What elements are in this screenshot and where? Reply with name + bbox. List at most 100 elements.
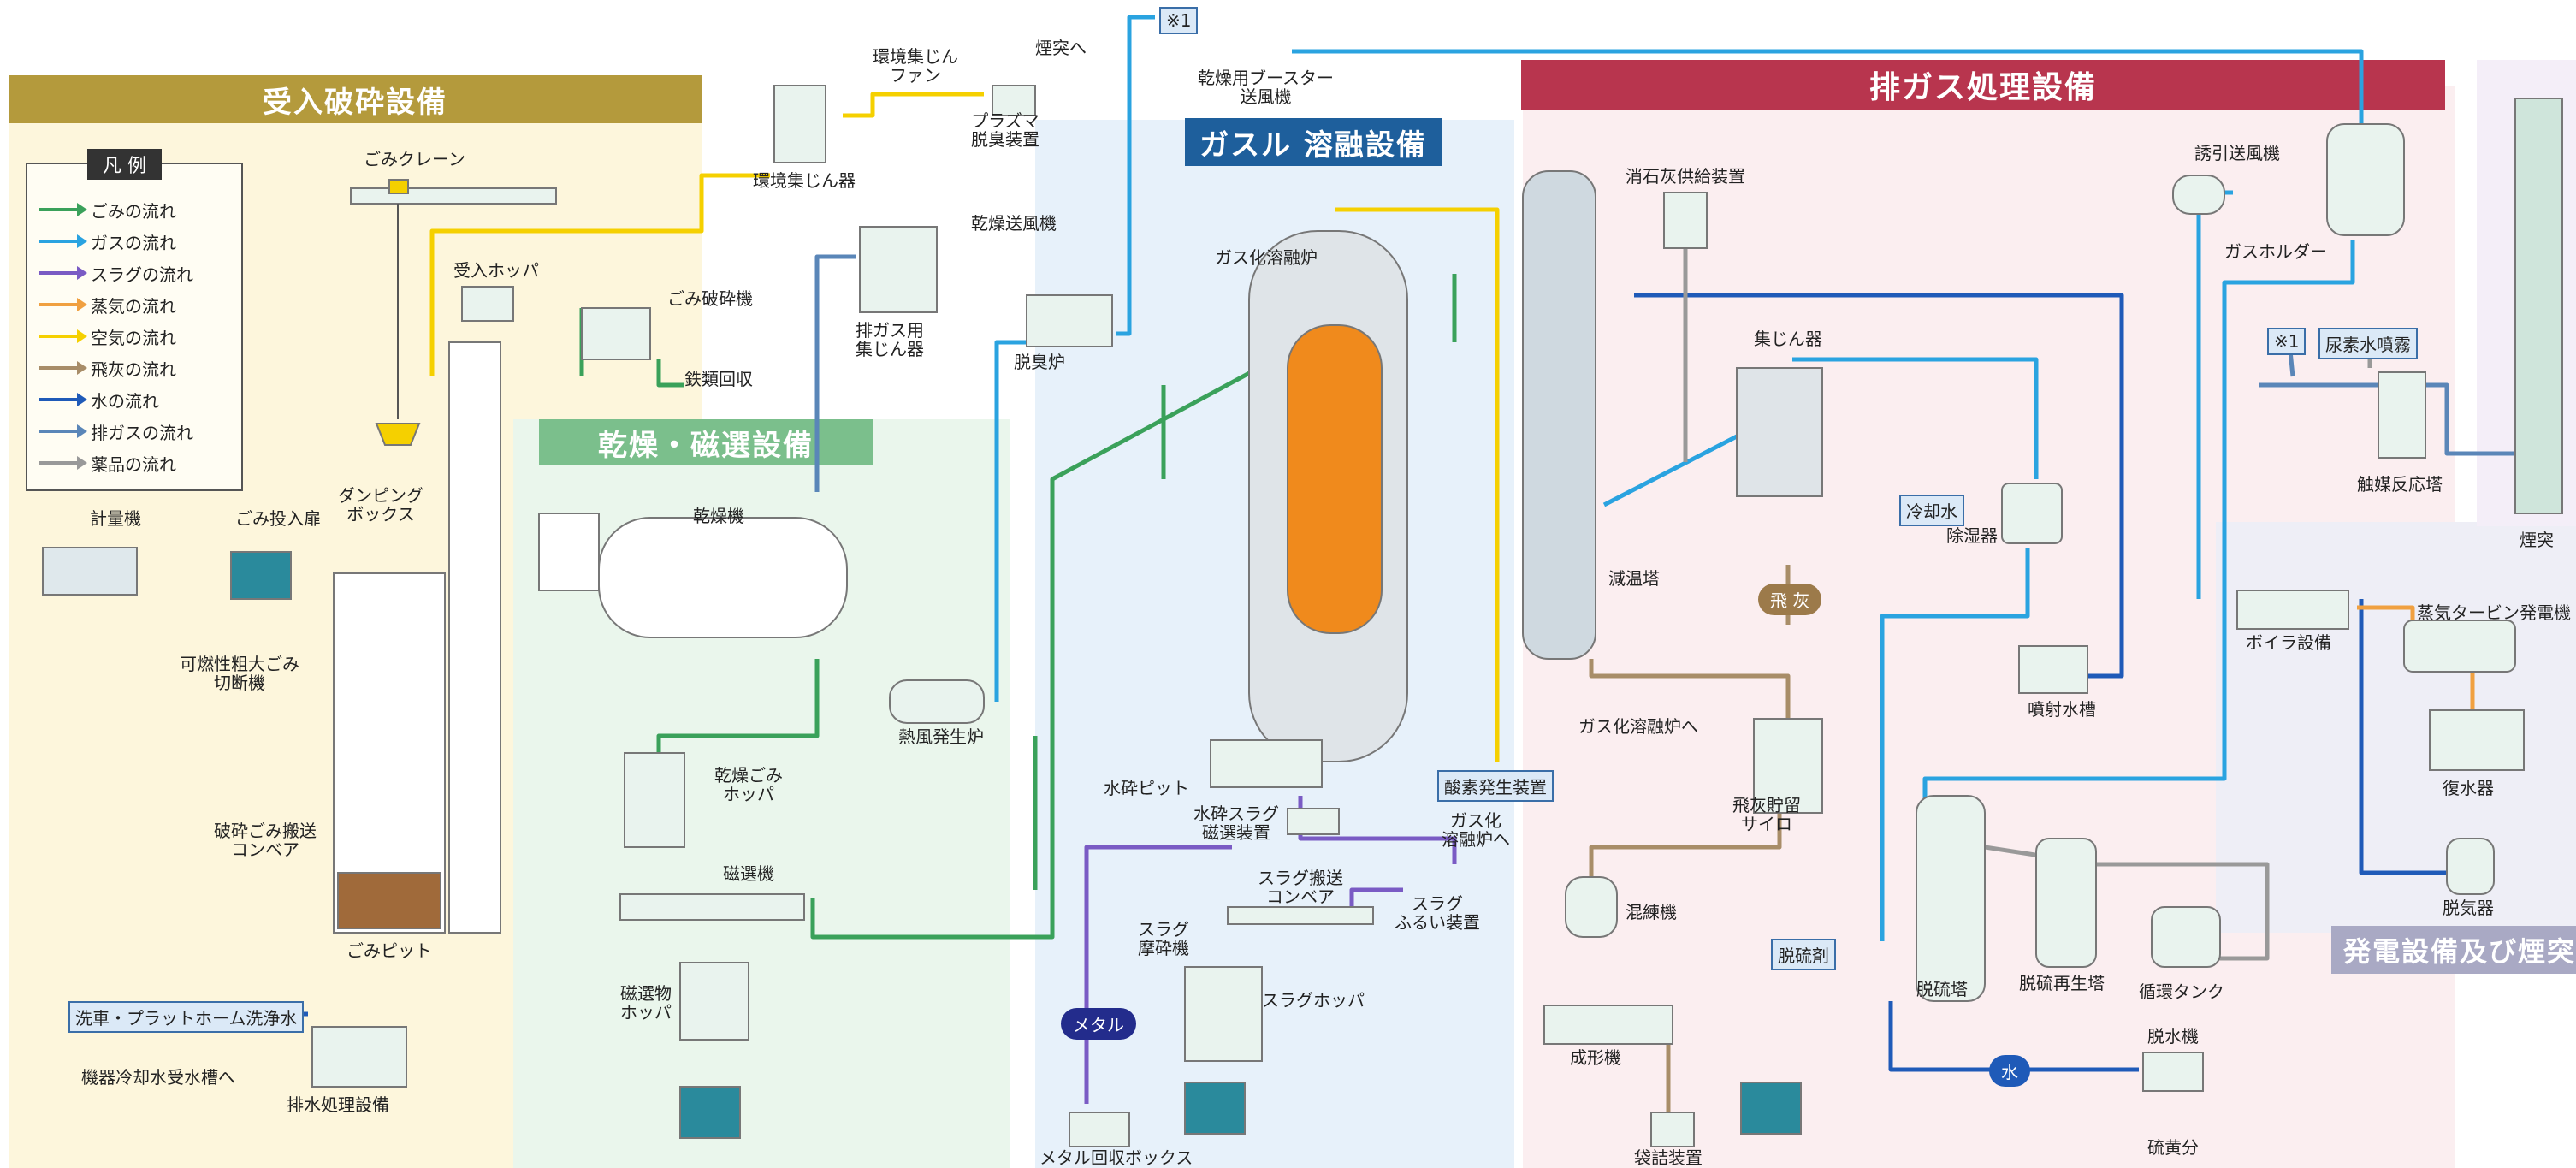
deodorize-shape — [1027, 295, 1112, 347]
magnet-hopper-shape — [680, 963, 749, 1040]
label-kneader: 混練機 — [1626, 903, 1677, 922]
label-catalyst: 触媒反応塔 — [2357, 475, 2443, 494]
crane-trolley — [389, 180, 408, 193]
label-water-pit: 水砕ピット — [1104, 779, 1189, 797]
label-gas-holder: ガスホルダー — [2224, 242, 2327, 261]
gas-flow-line — [1604, 436, 1737, 505]
label-wash: 洗車・プラットホーム洗浄水 — [68, 1001, 304, 1033]
label-ref1b: ※1 — [2267, 328, 2306, 355]
turbine-shape — [2404, 620, 2515, 672]
water-pit-shape — [1211, 740, 1322, 787]
label-bag: 袋詰装置 — [1634, 1148, 1703, 1167]
label-dry-hopper: 乾燥ごみ ホッパ — [714, 766, 783, 803]
label-to-furnace2: ガス化溶融炉へ — [1578, 717, 1698, 736]
label-env-collector: 環境集じん器 — [753, 171, 856, 190]
desulf-shape — [1916, 796, 1985, 1001]
dehumid-shape — [2002, 483, 2062, 543]
gas-flow-line — [1116, 17, 1155, 334]
truck-icon — [680, 1087, 740, 1138]
deaerator-shape — [2447, 839, 2494, 894]
label-condenser: 復水器 — [2443, 779, 2494, 797]
desulf-regen-shape — [2036, 839, 2096, 967]
boiler-shape — [2237, 590, 2348, 629]
label-chimney-to: 煙突へ — [1035, 39, 1087, 57]
label-deaerator: 脱気器 — [2443, 898, 2494, 917]
label-dryer: 乾燥機 — [693, 507, 744, 525]
label-iron: 鉄類回収 — [684, 370, 753, 388]
chimney-shape — [2515, 98, 2562, 513]
label-lime: 消石灰供給装置 — [1626, 167, 1745, 186]
label-slag-sep: 水砕スラグ 磁選装置 — [1193, 804, 1279, 842]
label-urea: 尿素水噴霧 — [2318, 328, 2418, 359]
dryer-shape — [599, 518, 847, 637]
truck-icon — [43, 548, 137, 595]
hopper-column — [449, 342, 500, 933]
label-coolant: 冷却水 — [1899, 495, 1964, 526]
chemical-flow-line — [1985, 847, 2267, 958]
label-cooling: 機器冷却水受水槽へ — [81, 1068, 235, 1087]
label-conveyor: 破砕ごみ搬送 コンベア — [214, 821, 317, 859]
slag-hopper-shape — [1185, 967, 1262, 1061]
label-plasma: プラズマ 脱臭装置 — [971, 111, 1039, 149]
induced-fan-shape — [2173, 175, 2224, 214]
dryer-inlet — [539, 513, 599, 590]
gas-flow-line — [1792, 359, 2036, 479]
label-ash-silo: 飛灰貯留 サイロ — [1732, 796, 1801, 833]
label-slag-conv: スラグ搬送 コンベア — [1258, 869, 1343, 906]
cooling-tower-shape — [1523, 171, 1596, 659]
label-oxygen: 酸素発生装置 — [1437, 770, 1554, 802]
label-slag-crusher: スラグ 摩砕機 — [1138, 920, 1189, 958]
label-magnet: 磁選機 — [723, 864, 774, 883]
truck-icon — [1185, 1082, 1245, 1134]
exhaust-flow-line — [817, 257, 856, 492]
label-pit: ごみピット — [346, 941, 432, 960]
label-slag-sieve: スラグ ふるい装置 — [1395, 894, 1480, 932]
hotair-shape — [890, 680, 984, 723]
steam-flow-line — [2357, 608, 2413, 625]
label-dewater: 脱水機 — [2147, 1027, 2199, 1046]
slag-conv-shape — [1228, 907, 1373, 924]
label-furnace: ガス化溶融炉 — [1215, 248, 1318, 267]
air-flow-line — [843, 94, 984, 116]
label-wastewater: 排水処理設備 — [287, 1095, 389, 1114]
label-hopper: 受入ホッパ — [453, 261, 539, 280]
former-shape — [1544, 1005, 1673, 1044]
waste-flow-line — [813, 359, 1275, 937]
label-cooling-tower: 減温塔 — [1608, 569, 1660, 588]
label-dust-collector: 集じん器 — [1754, 329, 1822, 348]
slag-sep-shape — [1288, 809, 1339, 834]
label-booster: 乾燥用ブースター 送風機 — [1198, 68, 1334, 106]
label-crane: ごみクレーン — [364, 150, 465, 169]
label-exhaust-collector: 排ガス用 集じん器 — [856, 321, 924, 359]
label-sulfur: 硫黄分 — [2147, 1138, 2199, 1157]
dust-collector-shape — [1737, 368, 1822, 496]
label-dumping: ダンピング ボックス — [338, 486, 423, 524]
exhaust-collector-shape — [860, 227, 937, 312]
label-desulf-agent: 脱硫剤 — [1771, 939, 1836, 970]
spray-tank-shape — [2019, 646, 2087, 693]
dry-hopper-shape — [625, 753, 684, 847]
lime-shape — [1664, 193, 1707, 248]
dewater-shape — [2143, 1052, 2203, 1091]
crane-rail — [351, 188, 556, 204]
gas-holder-shape — [2327, 124, 2404, 235]
label-water: 水 — [1989, 1055, 2030, 1087]
label-ref1: ※1 — [1159, 7, 1198, 34]
gas-flow-line — [1292, 51, 2361, 137]
label-dehumid: 除湿器 — [1946, 526, 1998, 545]
condenser-shape — [2430, 710, 2524, 770]
metal-box-shape — [1069, 1112, 1129, 1147]
label-dryer-fan: 乾燥送風機 — [971, 214, 1057, 233]
label-metal-box: メタル回収ボックス — [1039, 1148, 1193, 1167]
label-hotair: 熱風発生炉 — [898, 727, 984, 746]
label-magnet-hopper: 磁選物 ホッパ — [620, 984, 672, 1022]
label-boiler: ボイラ設備 — [2246, 633, 2331, 652]
gas-flow-line — [997, 342, 1035, 702]
wastewater-shape — [312, 1027, 406, 1087]
catalyst-shape — [2378, 372, 2425, 458]
magnet-shape — [620, 894, 804, 920]
waste-flow-line — [659, 359, 684, 385]
label-induced-fan: 誘引送風機 — [2194, 144, 2280, 163]
bag-shape — [1651, 1112, 1694, 1147]
